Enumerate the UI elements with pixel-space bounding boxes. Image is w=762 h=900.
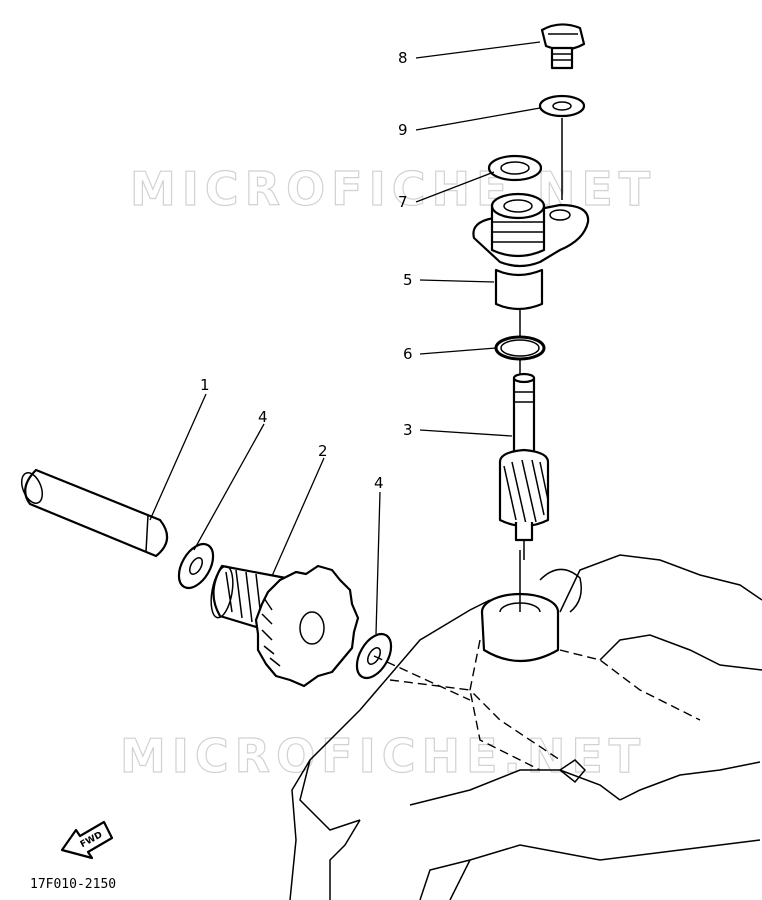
leader-lines — [149, 41, 541, 635]
fwd-arrow-icon: FWD — [60, 820, 114, 860]
part-5-sleeve-housing — [472, 192, 590, 311]
callout-9: 9 — [398, 121, 408, 139]
callout-4-left: 4 — [258, 408, 268, 426]
part-2-drive-gear — [210, 564, 360, 688]
callout-8: 8 — [398, 49, 408, 67]
part-9-washer — [538, 94, 586, 118]
callout-1: 1 — [200, 376, 210, 394]
part-4-washer-left — [177, 542, 215, 590]
callout-4-right: 4 — [374, 474, 384, 492]
diagram-code: 17F010-2150 — [30, 877, 116, 892]
callout-6: 6 — [403, 345, 413, 363]
crankcase-housing — [289, 550, 762, 900]
part-3-driven-shaft — [498, 372, 550, 560]
callout-3: 3 — [403, 421, 413, 439]
part-8-bolt — [540, 23, 586, 70]
part-6-o-ring — [494, 335, 546, 361]
callout-7: 7 — [398, 193, 408, 211]
part-1-pin — [20, 468, 169, 558]
callout-2: 2 — [318, 442, 328, 460]
part-7-oil-seal — [487, 154, 543, 182]
callout-5: 5 — [403, 271, 413, 289]
